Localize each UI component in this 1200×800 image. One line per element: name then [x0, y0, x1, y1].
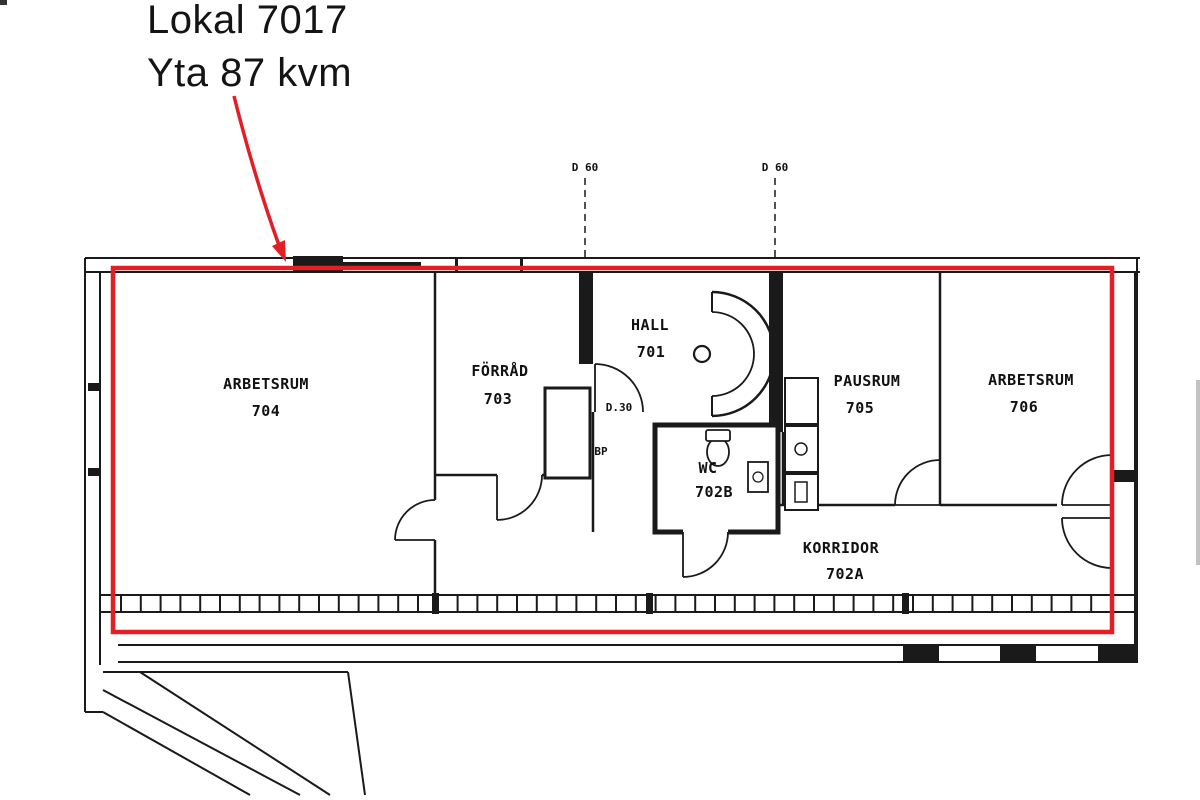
- room-label-704-name: ARBETSRUM: [223, 375, 309, 393]
- room-label-702b-name: WC: [698, 459, 717, 477]
- door-reference-lines: [584, 178, 776, 258]
- lokal-area: Yta 87 kvm: [147, 50, 353, 95]
- annotation-arrowhead-icon: [272, 240, 286, 262]
- room-label-701-number: 701: [637, 343, 666, 361]
- room-label-706-name: ARBETSRUM: [988, 371, 1074, 389]
- plan-markers: D 60 D 60 D.30 BP: [572, 161, 789, 458]
- plan-annotation: Lokal 7017 Yta 87 kvm: [147, 0, 352, 100]
- room-label-701-name: HALL: [631, 316, 669, 334]
- lokal-title: Lokal 7017: [147, 0, 348, 42]
- window-band: [100, 593, 1135, 614]
- room-label-704-number: 704: [252, 402, 281, 420]
- wc-fixtures: [705, 429, 769, 493]
- interior-walls: [433, 272, 1057, 595]
- spiral-stair: [692, 290, 776, 418]
- room-label-705-number: 705: [846, 399, 875, 417]
- marker-d30: D.30: [606, 401, 633, 414]
- room-label-705-name: PAUSRUM: [834, 372, 901, 390]
- room-label-702b-number: 702B: [695, 483, 733, 501]
- room-label-703-name: FÖRRÅD: [471, 361, 528, 380]
- room-label-706-number: 706: [1010, 398, 1039, 416]
- door-swings: [394, 363, 1113, 578]
- marker-bp: BP: [594, 445, 608, 458]
- room-label-703-number: 703: [484, 390, 513, 408]
- building-outline: [84, 256, 1140, 713]
- room-labels: ARBETSRUM 704 FÖRRÅD 703 HALL 701 WC 702…: [223, 316, 1074, 583]
- marker-d60-left: D 60: [572, 161, 599, 174]
- lokal-highlight: [110, 95, 1115, 635]
- highlight-rectangle: [110, 265, 1115, 635]
- room-label-702a-number: 702A: [826, 565, 864, 583]
- marker-d60-right: D 60: [762, 161, 789, 174]
- facade-band: [118, 644, 1138, 663]
- annotation-arrow: [232, 95, 282, 249]
- scan-artifacts: [0, 0, 1200, 565]
- exterior-ramp: [102, 671, 366, 796]
- room-label-702a-name: KORRIDOR: [803, 539, 880, 557]
